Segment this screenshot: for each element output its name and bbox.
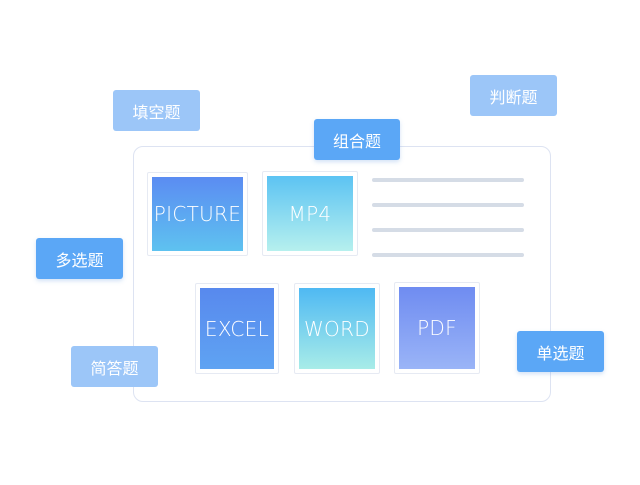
picture-file-tile: PICTURE bbox=[147, 172, 248, 256]
excel-file-label: EXCEL bbox=[200, 288, 274, 369]
fill-blank-tag: 填空题 bbox=[113, 90, 200, 131]
pdf-file-tile: PDF bbox=[394, 282, 480, 374]
picture-file-label: PICTURE bbox=[152, 177, 243, 251]
pdf-file-label: PDF bbox=[399, 287, 475, 369]
single-choice-tag: 单选题 bbox=[517, 331, 604, 372]
mp4-file-tile: MP4 bbox=[262, 171, 358, 256]
text-line bbox=[372, 253, 524, 257]
short-answer-tag: 简答题 bbox=[71, 346, 158, 387]
word-file-label: WORD bbox=[299, 288, 375, 369]
text-line bbox=[372, 178, 524, 182]
mp4-file-label: MP4 bbox=[267, 176, 353, 251]
multiple-choice-tag: 多选题 bbox=[36, 238, 123, 279]
combination-tag: 组合题 bbox=[314, 119, 400, 160]
text-line bbox=[372, 228, 524, 232]
word-file-tile: WORD bbox=[294, 283, 380, 374]
true-false-tag: 判断题 bbox=[470, 75, 557, 116]
excel-file-tile: EXCEL bbox=[195, 283, 279, 374]
text-line bbox=[372, 203, 524, 207]
